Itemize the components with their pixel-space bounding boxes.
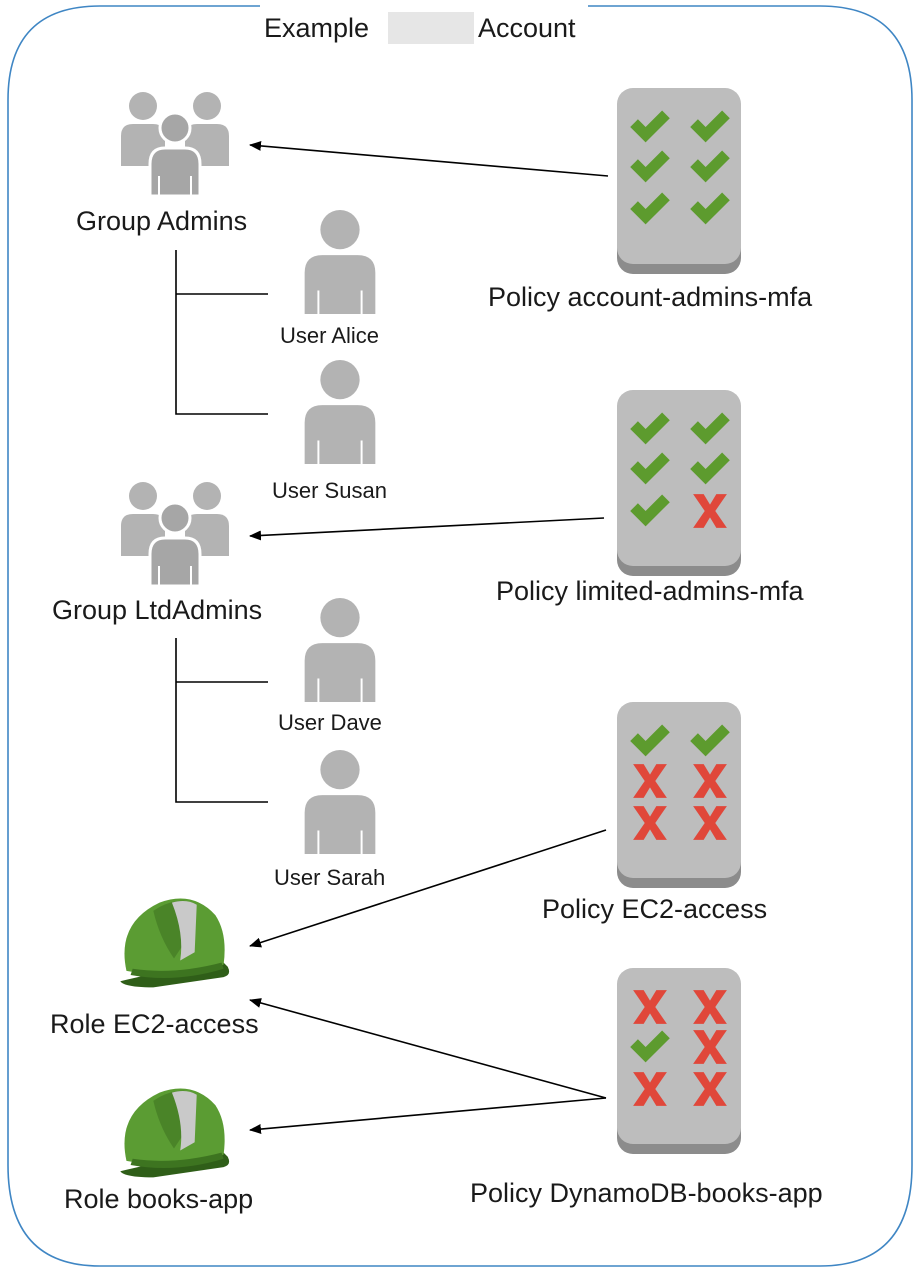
account-name-redacted	[388, 12, 474, 44]
role-books-app-label: Role books-app	[64, 1184, 253, 1214]
policy-ec2-access-label: Policy EC2-access	[542, 894, 767, 924]
policy-dynamodb-books-app-label: Policy DynamoDB-books-app	[470, 1178, 823, 1208]
policies	[617, 88, 741, 1154]
user-icon	[303, 208, 377, 316]
group-admins-label: Group Admins	[76, 206, 247, 236]
user-icon	[303, 596, 377, 704]
account-boundary	[7, 5, 913, 1267]
arrow-ltdadmins-policy	[249, 517, 605, 541]
role-ec2-access-label: Role EC2-access	[50, 1009, 259, 1039]
arrow-dynamodb-to-books-role	[249, 1097, 607, 1134]
hardhat-icon	[120, 898, 230, 988]
account-title-prefix: Example	[264, 13, 369, 43]
arrow-admins-policy	[249, 140, 609, 177]
user-sarah-label: User Sarah	[274, 865, 385, 890]
hardhat-icon	[120, 1088, 230, 1178]
policy-account-admins-mfa-label: Policy account-admins-mfa	[488, 282, 813, 312]
group-icon	[119, 90, 231, 198]
user-alice-label: User Alice	[280, 323, 379, 348]
membership-lines	[175, 250, 268, 803]
user-dave-label: User Dave	[278, 710, 382, 735]
arrow-dynamodb-to-ec2-role	[249, 998, 607, 1099]
arrow-ec2-policy	[249, 829, 607, 948]
user-susan-label: User Susan	[272, 478, 387, 503]
policy-limited-admins-mfa-label: Policy limited-admins-mfa	[496, 576, 805, 606]
account-title-suffix: Account	[478, 13, 576, 43]
attachment-arrows	[249, 140, 609, 1134]
user-icon	[303, 748, 377, 856]
user-icon	[303, 358, 377, 466]
group-icon	[119, 480, 231, 588]
group-ltdadmins-label: Group LtdAdmins	[52, 595, 262, 625]
